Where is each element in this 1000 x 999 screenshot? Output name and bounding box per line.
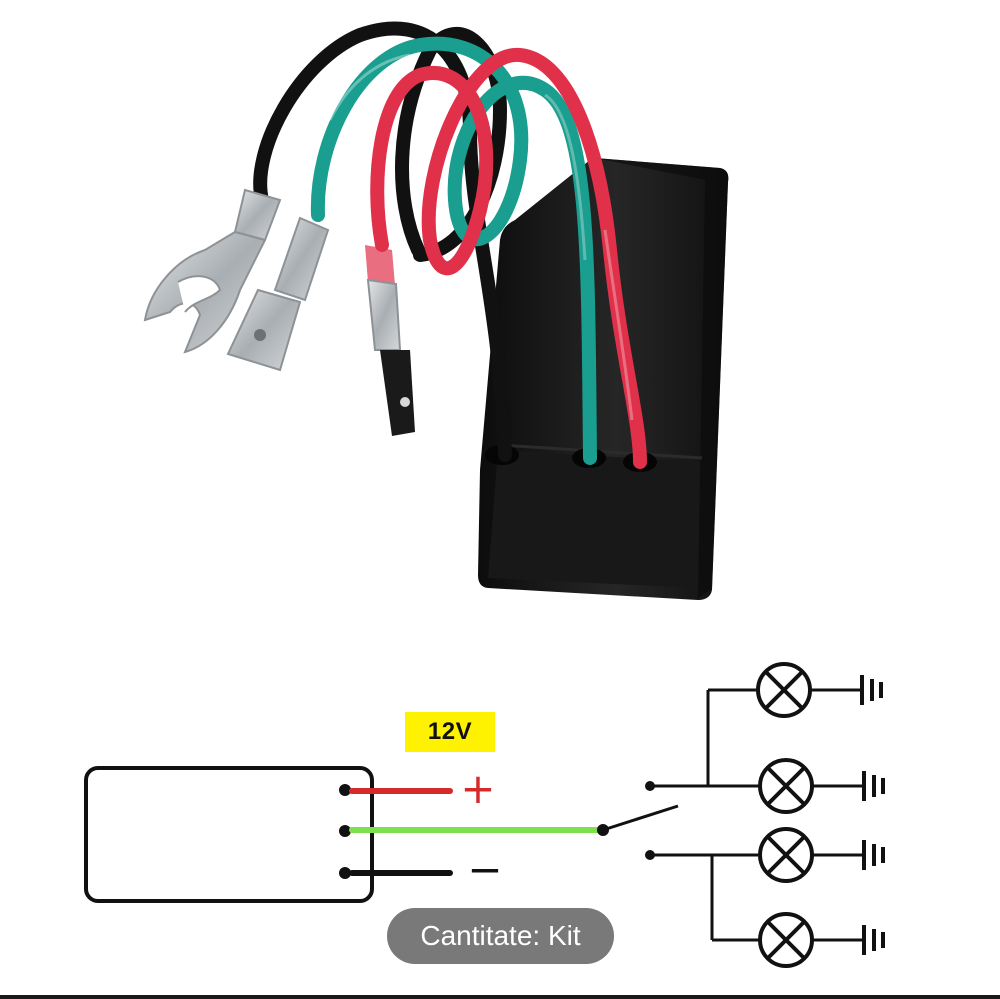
toggle-switch bbox=[597, 781, 679, 860]
lamp-3 bbox=[758, 827, 864, 883]
terminal-dot-signal bbox=[339, 825, 351, 837]
negative-symbol: − bbox=[467, 845, 502, 894]
quantity-badge[interactable]: Cantitate: Kit bbox=[387, 908, 614, 964]
terminal-dot-negative bbox=[339, 867, 351, 879]
lamp-4 bbox=[758, 912, 864, 968]
terminal-dot-positive bbox=[339, 784, 351, 796]
spade-terminal-red bbox=[365, 245, 415, 436]
fork-terminal bbox=[143, 188, 282, 354]
upper-branch-bus bbox=[650, 688, 760, 788]
lamp-2 bbox=[758, 758, 864, 814]
module-block bbox=[84, 766, 374, 903]
positive-symbol: + bbox=[460, 764, 495, 813]
flasher-relay-module bbox=[143, 21, 729, 600]
red-wire bbox=[370, 47, 647, 469]
black-wire bbox=[253, 21, 512, 462]
ground-symbol-3 bbox=[862, 840, 885, 870]
ground-symbol-2 bbox=[862, 771, 885, 801]
wiring-diagram: + − bbox=[84, 662, 885, 968]
ground-symbol-4 bbox=[862, 925, 885, 955]
relay-housing bbox=[478, 158, 729, 600]
spade-terminal-green bbox=[226, 216, 330, 372]
voltage-badge: 12V bbox=[405, 712, 495, 752]
lamp-1 bbox=[756, 662, 862, 718]
bottom-divider bbox=[0, 995, 1000, 999]
lower-branch-bus bbox=[650, 853, 760, 942]
ground-symbol-1 bbox=[860, 675, 883, 705]
